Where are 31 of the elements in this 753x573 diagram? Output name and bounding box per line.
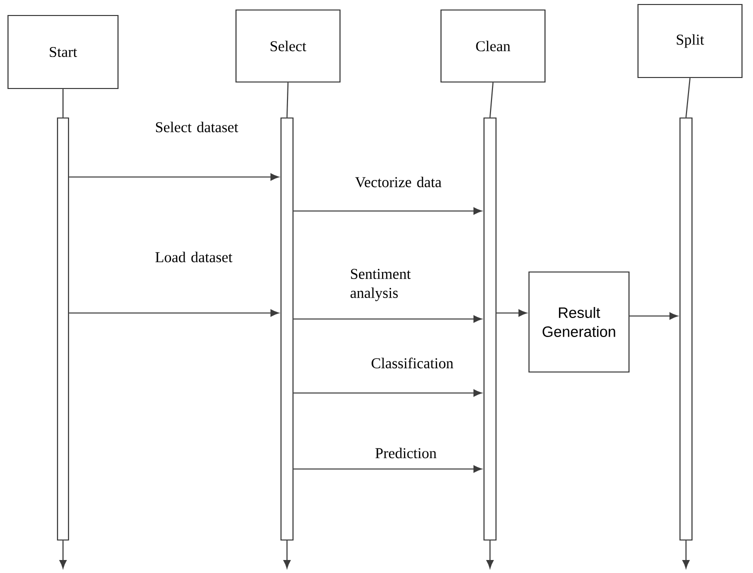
lifeline-arrow: [682, 540, 690, 568]
activation-bar: [483, 117, 497, 541]
lifeline: [685, 78, 691, 118]
lifeline-arrow: [283, 540, 291, 568]
edge-label: Prediction: [375, 448, 436, 458]
edge-label: Classification: [372, 358, 454, 368]
message-arrow: [294, 207, 482, 215]
message-arrow: [294, 315, 482, 323]
lifeline-arrow: [486, 540, 494, 568]
edge-label: Vectorize data: [355, 176, 442, 188]
edge-label: Sentiment analysis: [350, 268, 411, 302]
lifeline: [286, 82, 289, 118]
message-arrow: [69, 173, 279, 181]
edge-label: Load dataset: [155, 252, 232, 262]
lifeline-header-box: Select: [235, 9, 341, 83]
process-box: Result Generation: [528, 271, 630, 373]
message-arrow: [496, 309, 527, 317]
activation-bar: [679, 117, 693, 541]
edge-label: Select dataset: [156, 122, 238, 132]
lifeline-arrow: [59, 540, 67, 568]
lifeline-header-box: Split: [637, 4, 743, 78]
activation-bar: [56, 117, 70, 541]
lifeline: [489, 82, 494, 118]
lifeline: [62, 89, 64, 118]
message-arrow: [294, 389, 482, 397]
activation-bar: [280, 117, 294, 541]
message-arrow: [69, 309, 279, 317]
message-arrow: [630, 312, 678, 320]
message-arrow: [294, 465, 482, 473]
lifeline-header-box: Clean: [440, 9, 546, 83]
lifeline-header-box: Start: [7, 14, 119, 90]
